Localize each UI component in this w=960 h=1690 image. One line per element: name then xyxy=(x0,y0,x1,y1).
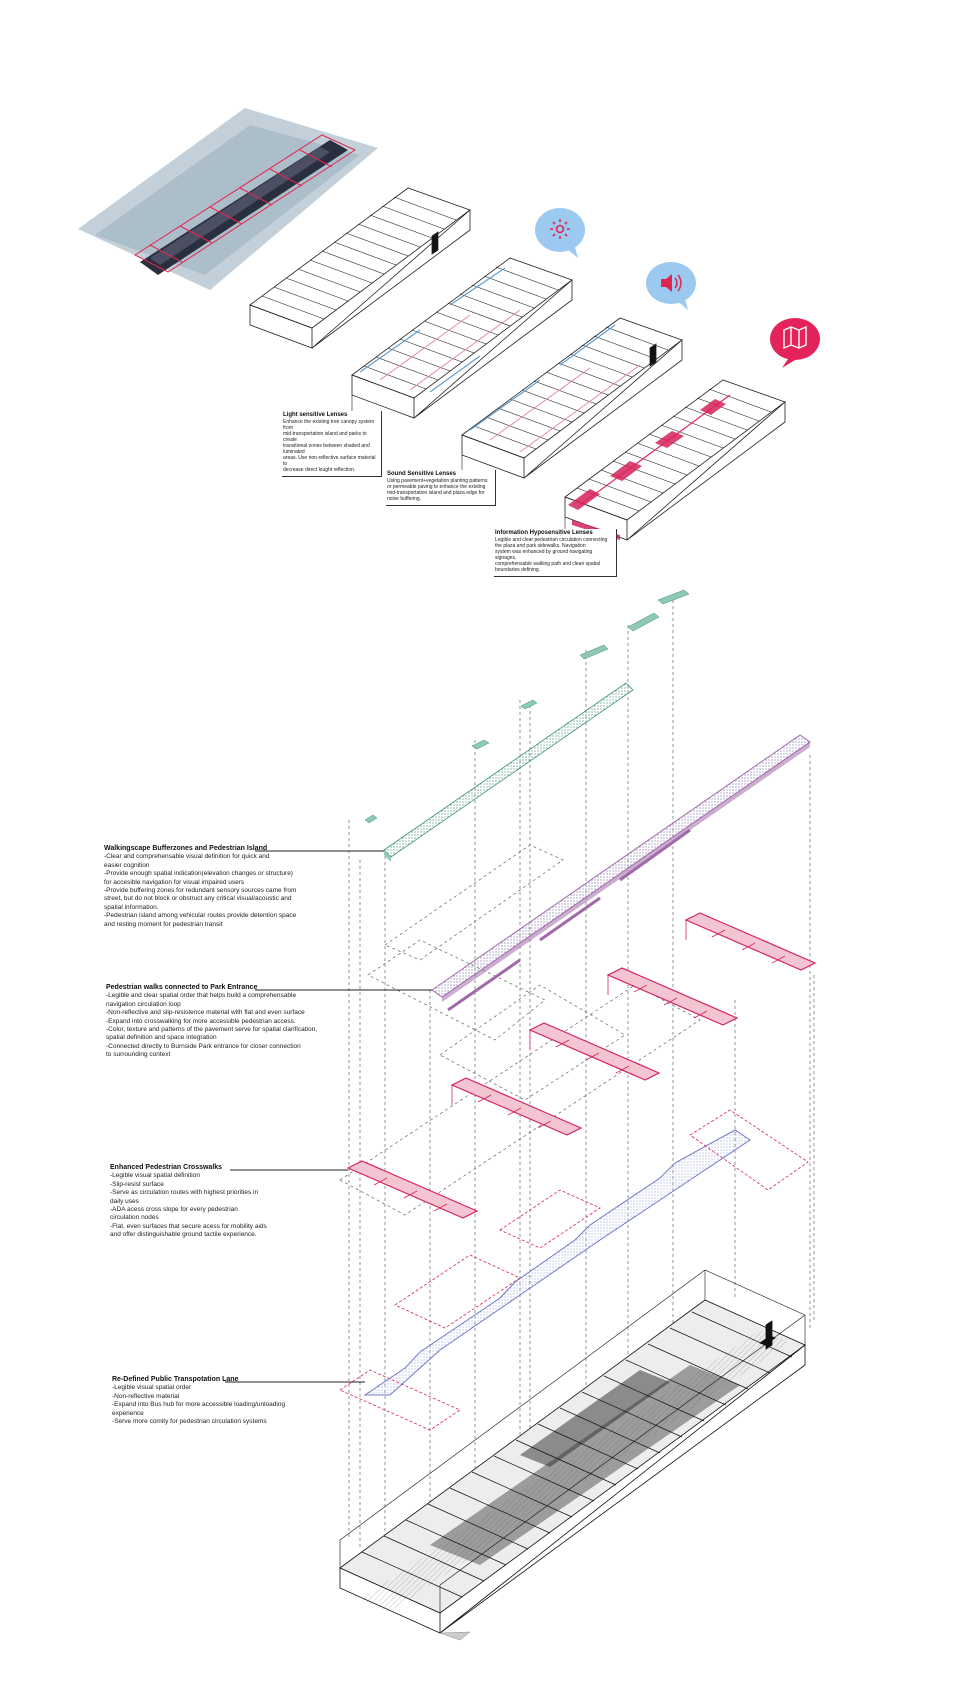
info-lens-caption: Information Hyposensitive Lenses Legible… xyxy=(494,529,617,577)
bufferzone-note-line: -Clear and comprehensable visual definit… xyxy=(104,853,270,861)
park-walk-note-line: -Legible and clear spatial order that he… xyxy=(106,992,297,1000)
bufferzone-note-line: -Provide buffering zones for redundant s… xyxy=(104,887,297,895)
crosswalk-note-line: circulation nodes xyxy=(110,1214,159,1222)
light-lens-line: Enhance the existing tree canopy system … xyxy=(283,419,375,431)
bufferzone-note-line: easier cognition xyxy=(104,861,150,869)
map-icon xyxy=(783,325,807,350)
info-lens-line: system was enhanced by ground navigating… xyxy=(495,549,593,561)
sound-lens-block xyxy=(461,317,683,479)
park-walk-note-line: -Color, texture and patterns of the pave… xyxy=(106,1026,317,1034)
light-lens-line: areas. Use non-reflective surface materi… xyxy=(283,455,376,467)
crosswalk-note-line: -Slip-resist surface xyxy=(110,1180,164,1188)
bufferzone-note-line: for accesible navigation for visual impa… xyxy=(104,878,245,886)
crosswalk-note-line: daily uses xyxy=(110,1197,139,1205)
bufferzone-note-line: street, but do not block or obstruct any… xyxy=(104,895,292,903)
park-walk-note-line: -Expand into crosswalking for more acces… xyxy=(106,1017,296,1025)
park-walk-note-title: Pedestrian walks connected to Park Entra… xyxy=(106,984,258,991)
info-lens-line: boundaries defining. xyxy=(495,567,541,573)
transport-lane-note: Re-Defined Public Transpotation Lane -Le… xyxy=(112,1376,285,1426)
light-lens-caption: Light sensitive Lenses Enhance the exist… xyxy=(282,411,382,477)
sound-lens-title: Sound Sensitive Lenses xyxy=(387,471,457,477)
base-layer-block xyxy=(249,187,471,349)
transport-lane-note-line: experience xyxy=(112,1409,144,1417)
light-lens-line: transitional zones between shaded and lu… xyxy=(283,443,370,455)
sound-lens-line: mid-transportation island and plaza edge… xyxy=(387,490,485,496)
note-leader-lines xyxy=(225,850,432,1383)
park-walk-note-line: to surrounding context xyxy=(106,1051,171,1059)
transport-lane-note-line: -Expand into Bus hub for more accessible… xyxy=(112,1401,286,1409)
bufferzone-note-line: spatial information. xyxy=(104,903,159,911)
sound-lens-line: Using pavement+vegetation planting patte… xyxy=(387,478,488,484)
info-lens-title: Information Hyposensitive Lenses xyxy=(495,530,593,536)
crosswalk-note-line: -ADA acess cross slope for every pedestr… xyxy=(110,1206,238,1214)
crosswalk-note-line: -Flat, even surfaces that secure acess f… xyxy=(110,1222,267,1230)
bufferzone-note-line: -Pedestrian island among vehicular route… xyxy=(104,912,297,920)
speaker-icon xyxy=(661,274,682,292)
park-walk-note-line: navigation circulation loop xyxy=(106,1000,181,1008)
transport-lane-note-line: -Non-reflective material xyxy=(112,1392,180,1400)
bufferzone-note-line: and resting moment for pedestrian transi… xyxy=(104,920,223,928)
info-lens-line: Legible and clear pedestrian circulation… xyxy=(495,537,608,543)
sound-bubble xyxy=(646,262,696,310)
park-walk-note: Pedestrian walks connected to Park Entra… xyxy=(106,984,317,1060)
sun-icon xyxy=(550,219,570,239)
light-lens-title: Light sensitive Lenses xyxy=(283,412,348,418)
crosswalk-note-line: -Serve as circulation routes with highes… xyxy=(110,1189,259,1197)
site-aerial-map xyxy=(78,108,378,290)
sound-lens-line: or permeable paving to enhance the exist… xyxy=(387,484,486,490)
light-lens-line: mid-transportation island and parks to c… xyxy=(283,431,367,443)
light-lens-block xyxy=(351,257,573,419)
sound-lens-line: noise buffering. xyxy=(387,496,422,502)
crosswalk-note-line: -Legible visual spatial definition xyxy=(110,1172,200,1180)
light-bubble xyxy=(535,208,585,258)
park-walk-note-line: -Connected directly to Burnside Park ent… xyxy=(106,1042,301,1050)
transport-lane-note-line: -Legible visual spatial order xyxy=(112,1384,192,1392)
base-structure-block xyxy=(339,1269,806,1641)
bufferzone-note-line: -Provide enough spatial indication(eleva… xyxy=(104,870,293,878)
info-lens-line: the plaza and park sidewalks. Navigation xyxy=(495,543,586,549)
park-walk-note-line: -Non-reflective and slip-resistence mate… xyxy=(106,1009,305,1017)
park-walk-note-line: spatial definition and space integration xyxy=(106,1034,217,1042)
crosswalk-note-line: and offer distinguishable ground tactile… xyxy=(110,1231,257,1239)
bufferzone-layer xyxy=(364,589,690,862)
info-lens-line: comprehensable walking path and clean sp… xyxy=(495,561,601,567)
bufferzone-note-title: Walkingscape Bufferzones and Pedestrian … xyxy=(104,845,268,852)
info-bubble xyxy=(770,318,820,368)
crosswalk-note-title: Enhanced Pedestrian Crosswalks xyxy=(110,1164,223,1171)
park-walk-layer xyxy=(431,734,811,1012)
lens-leader-lines xyxy=(351,395,566,530)
crosswalk-note: Enhanced Pedestrian Crosswalks -Legible … xyxy=(110,1164,267,1240)
transport-lane-note-line: -Serve more comity for pedestrian circul… xyxy=(112,1418,267,1426)
transport-lane-note-title: Re-Defined Public Transpotation Lane xyxy=(112,1376,239,1383)
bufferzone-note: Walkingscape Bufferzones and Pedestrian … xyxy=(104,845,296,929)
info-lens-block xyxy=(564,379,786,541)
crosswalk-layer xyxy=(346,912,817,1219)
sound-lens-caption: Sound Sensitive Lenses Using pavement+ve… xyxy=(386,470,496,506)
light-lens-line: decrease direct lought reflection. xyxy=(283,467,356,473)
projection-lines xyxy=(339,600,815,1580)
transport-lane-layer xyxy=(339,1109,809,1431)
